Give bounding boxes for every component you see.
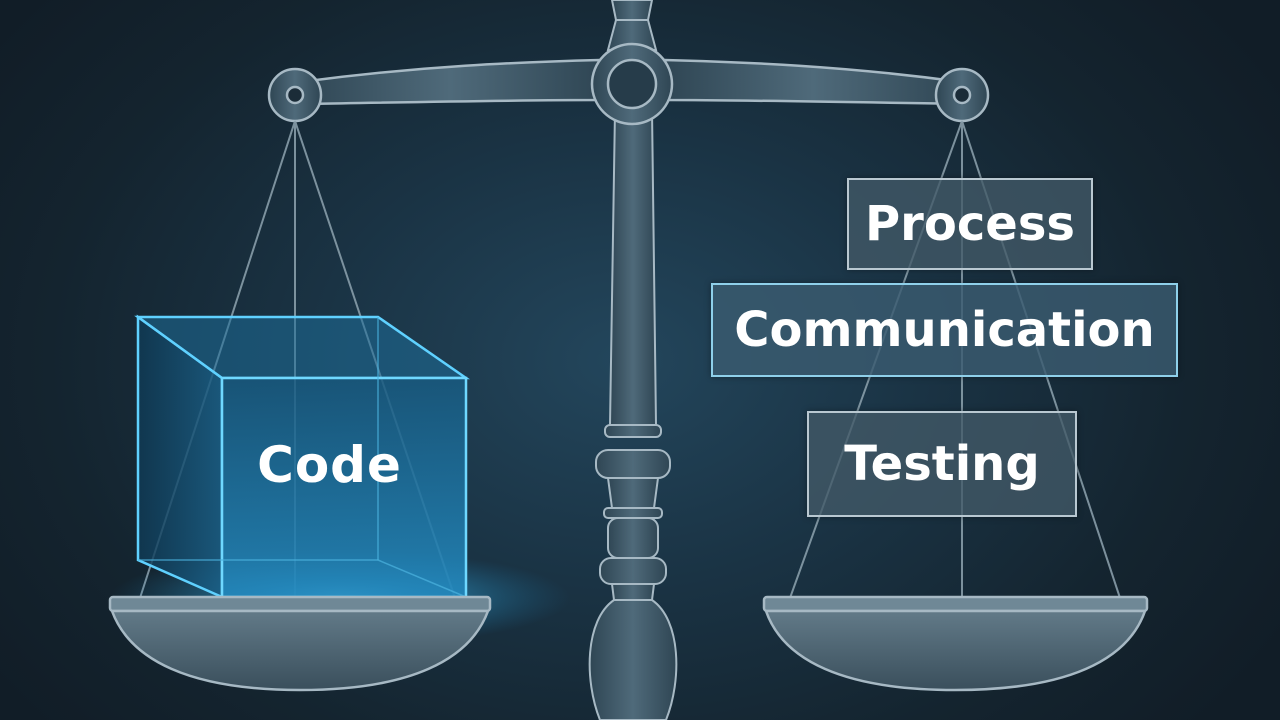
code-cube bbox=[134, 314, 470, 599]
left-pan bbox=[108, 595, 492, 692]
communication-label: Communication bbox=[711, 283, 1178, 377]
scale-pillar bbox=[588, 0, 678, 720]
right-pan bbox=[762, 595, 1149, 692]
process-label: Process bbox=[847, 178, 1093, 270]
code-label: Code bbox=[257, 436, 402, 494]
testing-label: Testing bbox=[807, 411, 1077, 517]
scale-beam bbox=[267, 42, 990, 126]
